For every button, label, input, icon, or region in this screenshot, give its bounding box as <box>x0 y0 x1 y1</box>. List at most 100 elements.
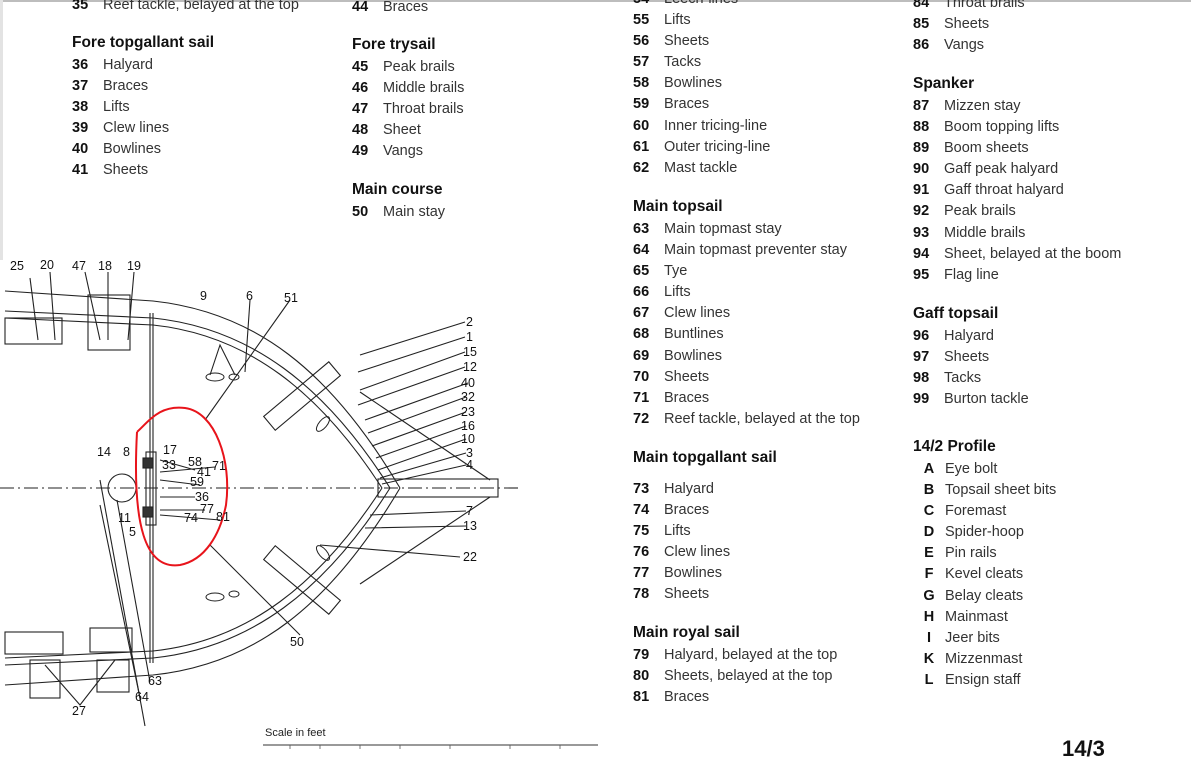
item-number: 91 <box>913 182 930 199</box>
item-label: Sheets <box>664 586 710 603</box>
diagram-label: 27 <box>72 704 86 718</box>
item-label: Sheet, belayed at the boom <box>944 245 1122 262</box>
item-label: Tacks <box>944 370 982 387</box>
item-label: Sheets <box>664 33 710 50</box>
legend-item: 60 Inner tricing-line <box>633 116 770 137</box>
item-number: 72 <box>633 410 650 427</box>
item-number: 60 <box>633 117 650 134</box>
section-heading: Main royal sail <box>633 624 740 641</box>
item-label: Peak brails <box>383 59 455 75</box>
item-label: Throat brails <box>944 0 1025 11</box>
item-number: I <box>926 629 932 646</box>
item-label: Sheets <box>103 162 149 179</box>
section-heading: Fore topgallant sail <box>72 34 215 51</box>
red-annotation-loop <box>134 406 229 567</box>
item-number: 77 <box>633 565 650 582</box>
item-label: Boom sheets <box>944 140 1029 157</box>
item-number: 68 <box>633 326 650 343</box>
legend-item: 54Leech-lines <box>633 0 770 10</box>
item-label: Boom topping lifts <box>944 119 1060 136</box>
item-label: Topsail sheet bits <box>945 482 1057 499</box>
legend-item: 90 Gaff peak halyard <box>913 159 1121 180</box>
diagram-label: 13 <box>463 519 477 533</box>
item-number: 37 <box>72 78 89 95</box>
item-number: C <box>923 503 935 520</box>
item-number: 81 <box>633 689 650 706</box>
item-label: Braces <box>664 96 710 113</box>
item-label: Braces <box>103 78 149 95</box>
item-number: B <box>923 482 935 499</box>
item-label: Bowlines <box>664 565 723 582</box>
item-number: 92 <box>913 203 930 220</box>
diagram-label: 2 <box>466 315 473 329</box>
item-number: L <box>924 671 934 688</box>
item-label: Inner tricing-line <box>664 117 768 134</box>
item-number: 50 <box>352 204 369 220</box>
item-label: Ensign staff <box>945 671 1021 688</box>
item-number: 95 <box>913 266 930 283</box>
diagram-label: 9 <box>200 289 207 303</box>
item-label: Leech-lines <box>664 0 738 10</box>
diagram-label: 8 <box>123 445 130 459</box>
diagram-label: 63 <box>148 674 162 688</box>
item-label: Lifts <box>664 12 691 29</box>
diagram-label: 36 <box>195 490 209 504</box>
item-number: 88 <box>913 119 930 136</box>
diagram-label: 59 <box>190 475 204 489</box>
diagram-label: 12 <box>463 360 477 374</box>
item-number: 56 <box>633 33 650 50</box>
item-number: 47 <box>352 101 369 118</box>
item-label: Gaff peak halyard <box>944 161 1059 178</box>
diagram-label: 11 <box>118 511 131 525</box>
diagram-label: 41 <box>197 465 211 479</box>
item-label: Belay cleats <box>945 587 1024 604</box>
item-number: 38 <box>72 99 89 116</box>
item-number: 61 <box>633 138 650 155</box>
item-label: Clew lines <box>664 305 731 322</box>
item-label: Sheets, belayed at the top <box>664 668 833 685</box>
item-number: 48 <box>352 122 369 139</box>
item-label: Halyard <box>103 57 153 73</box>
diagram-label: 58 <box>188 455 202 469</box>
diagram-label: 22 <box>463 550 477 564</box>
diagram-label: 81 <box>216 510 230 524</box>
item-number: 49 <box>352 143 369 160</box>
item-number: 87 <box>913 98 930 114</box>
diagram-label: 3 <box>466 446 473 460</box>
item-number: 65 <box>633 263 650 280</box>
item-number: 40 <box>72 141 89 158</box>
item-number: 86 <box>913 37 930 54</box>
item-label: Clew lines <box>664 544 731 561</box>
diagram-label: 4 <box>466 458 473 472</box>
item-number: 89 <box>913 140 930 157</box>
item-number: 46 <box>352 80 369 97</box>
hull-rail-top <box>4 290 401 489</box>
section-heading: Fore trysail <box>352 36 436 53</box>
item-label: Reef tackle, belayed at the top <box>664 410 860 427</box>
item-number: 55 <box>633 12 650 29</box>
item-label: Main topmast stay <box>664 221 782 237</box>
item-number: 73 <box>633 481 650 497</box>
legend-item: 37 Braces <box>72 76 214 97</box>
item-number: 90 <box>913 161 930 178</box>
